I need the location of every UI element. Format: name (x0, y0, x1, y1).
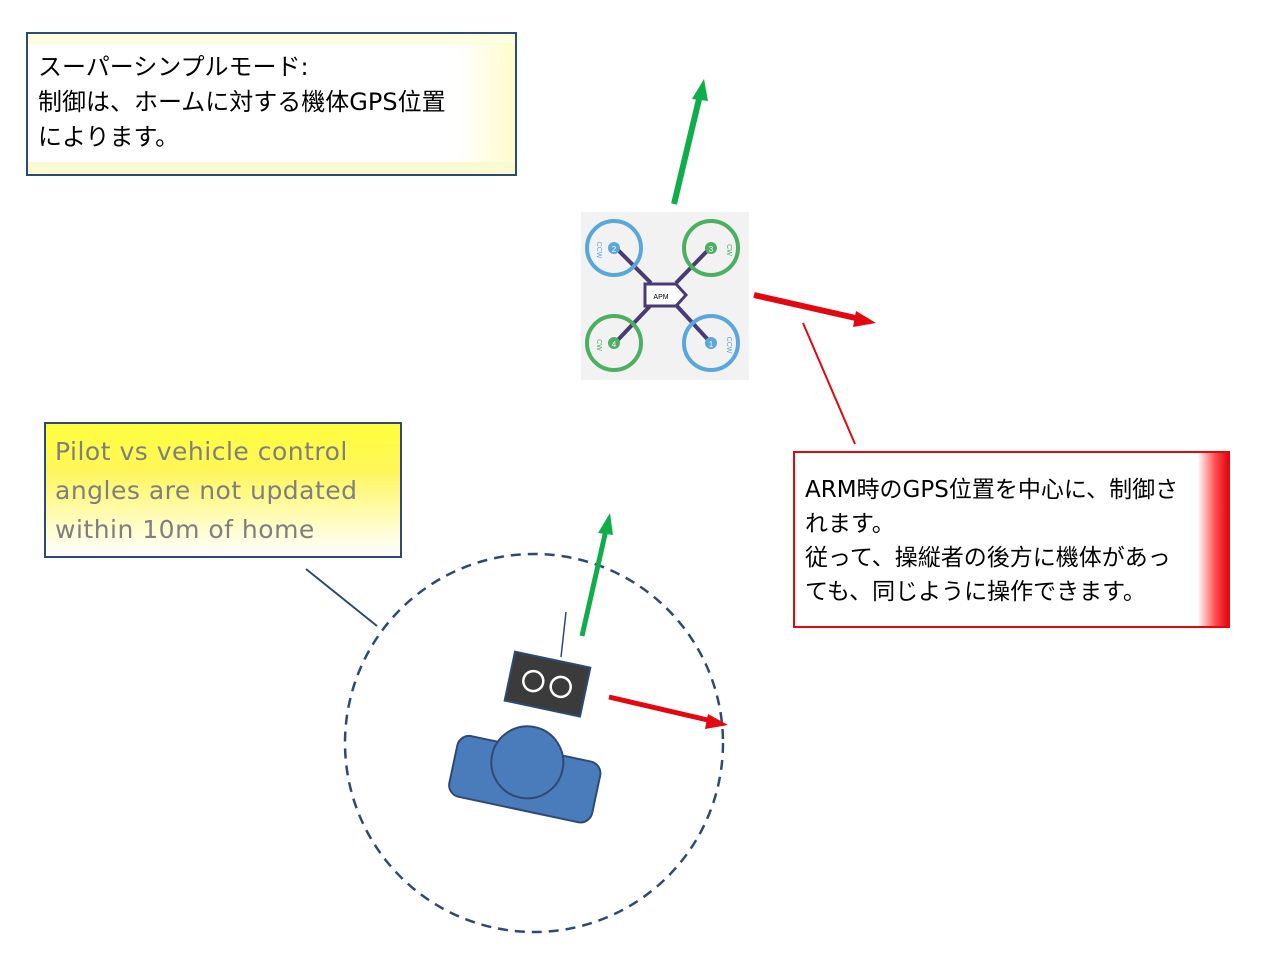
motor-3: 3 CW (682, 219, 740, 277)
super-simple-line-2: 制御は、ホームに対する機体GPS位置 (38, 88, 446, 116)
vehicle-forward-arrow (671, 79, 708, 205)
arm-position-callout: ARM時のGPS位置を中心に、制御さ れます。 従って、操縦者の後方に機体があっ… (793, 451, 1230, 628)
super-simple-title: スーパーシンプルモード: (38, 53, 309, 81)
motor-4-dir: CW (595, 339, 602, 351)
motor-2-dir: CCW (595, 242, 602, 259)
quadcopter-diagram: 2 CCW 3 CW 4 CW 1 CCW APM (585, 219, 740, 372)
motor-2-number: 2 (612, 245, 617, 254)
motor-1-number: 1 (709, 340, 714, 349)
pilot-callout-connector (305, 568, 378, 627)
transmitter (503, 650, 592, 718)
arm-note-line-3: 従って、操縦者の後方に機体があっ (805, 545, 1171, 571)
home-radius-circle (343, 552, 725, 934)
motor-2: 2 CCW (585, 219, 643, 277)
pilot-angle-note-callout: Pilot vs vehicle control angles are not … (44, 422, 402, 558)
pilot-note-line-2: angles are not updated (55, 476, 358, 505)
vehicle-right-arrow (753, 292, 876, 327)
motor-4: 4 CW (585, 314, 643, 372)
arm-note-line-4: ても、同じように操作できます。 (805, 579, 1146, 605)
pilot-forward-arrow (579, 513, 613, 637)
motor-1: 1 CCW (682, 314, 740, 372)
apm-board: APM (643, 282, 689, 308)
super-simple-mode-callout: スーパーシンプルモード: 制御は、ホームに対する機体GPS位置 によります。 (26, 32, 517, 176)
motor-1-dir: CCW (725, 337, 732, 354)
pilot-note-line-3: within 10m of home (55, 515, 315, 544)
arm-note-line-2: れます。 (805, 511, 895, 537)
transmitter-antenna (560, 611, 567, 658)
arm-note-line-1: ARM時のGPS位置を中心に、制御さ (805, 477, 1179, 503)
motor-3-dir: CW (725, 244, 732, 256)
pilot-right-arrow (608, 694, 728, 729)
pilot-note-line-1: Pilot vs vehicle control (55, 437, 348, 466)
motor-3-number: 3 (709, 245, 714, 254)
motor-4-number: 4 (612, 340, 617, 349)
super-simple-line-3: によります。 (38, 123, 180, 151)
apm-label: APM (653, 294, 668, 301)
pilot-figure (448, 725, 602, 824)
arm-callout-connector (802, 322, 856, 445)
